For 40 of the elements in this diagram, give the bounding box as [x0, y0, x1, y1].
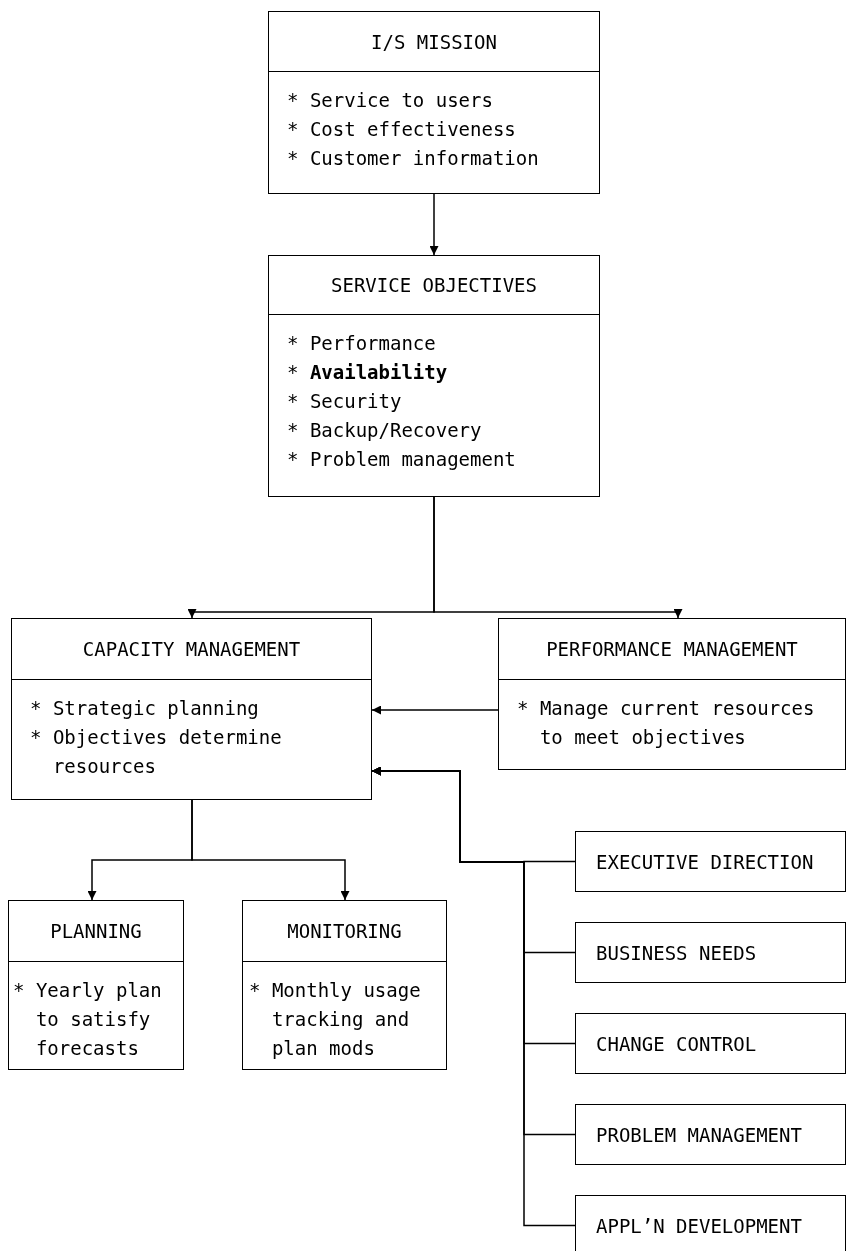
process-box: [575, 1013, 846, 1074]
process-box: [575, 1104, 846, 1165]
bullet-item: * Manage current resources to meet objectives: [517, 696, 816, 750]
arrow: [371, 705, 499, 715]
bullet-item: * Cost effectiveness: [287, 117, 517, 142]
bullet-item: * Performance: [287, 331, 437, 356]
process-box: [575, 1195, 846, 1251]
bullet-item: * Objectives determine resources: [30, 725, 283, 779]
bullet-item: * Backup/Recovery: [287, 418, 483, 443]
process-box: [268, 11, 600, 194]
process-box: [8, 900, 184, 1070]
bullet-item: * Security: [287, 389, 403, 414]
bullet-item: * Yearly plan to satisfy forecasts: [13, 978, 163, 1061]
box-heading: CAPACITY MANAGEMENT: [12, 619, 371, 680]
box-heading: EXECUTIVE DIRECTION: [595, 849, 815, 875]
process-box: [242, 900, 447, 1070]
process-box: [268, 255, 600, 497]
process-box: [11, 618, 372, 800]
box-heading: PLANNING: [9, 901, 183, 962]
box-heading: PROBLEM MANAGEMENT: [595, 1122, 803, 1148]
box-heading: I/S MISSION: [269, 12, 599, 72]
box-heading: CHANGE CONTROL: [595, 1031, 758, 1057]
arrow: [433, 496, 683, 619]
bullet-item: *Availability: [287, 360, 449, 385]
box-heading: MONITORING: [243, 901, 446, 962]
box-heading: PERFORMANCE MANAGEMENT: [499, 619, 845, 680]
bullet-item: * Strategic planning: [30, 696, 260, 721]
bullet-item: * Problem management: [287, 447, 517, 472]
bullet-item: * Monthly usage tracking and plan mods: [249, 978, 422, 1061]
arrow: [371, 766, 576, 1227]
arrow: [191, 799, 350, 901]
process-box: [575, 922, 846, 983]
bullet-item: * Service to users: [287, 88, 494, 113]
box-heading: APPL’N DEVELOPMENT: [595, 1213, 803, 1239]
box-heading: BUSINESS NEEDS: [595, 940, 758, 966]
box-heading: SERVICE OBJECTIVES: [269, 256, 599, 315]
arrow: [429, 193, 439, 256]
process-box: [575, 831, 846, 892]
bullet-item: * Customer information: [287, 146, 540, 171]
process-box: [498, 618, 846, 770]
